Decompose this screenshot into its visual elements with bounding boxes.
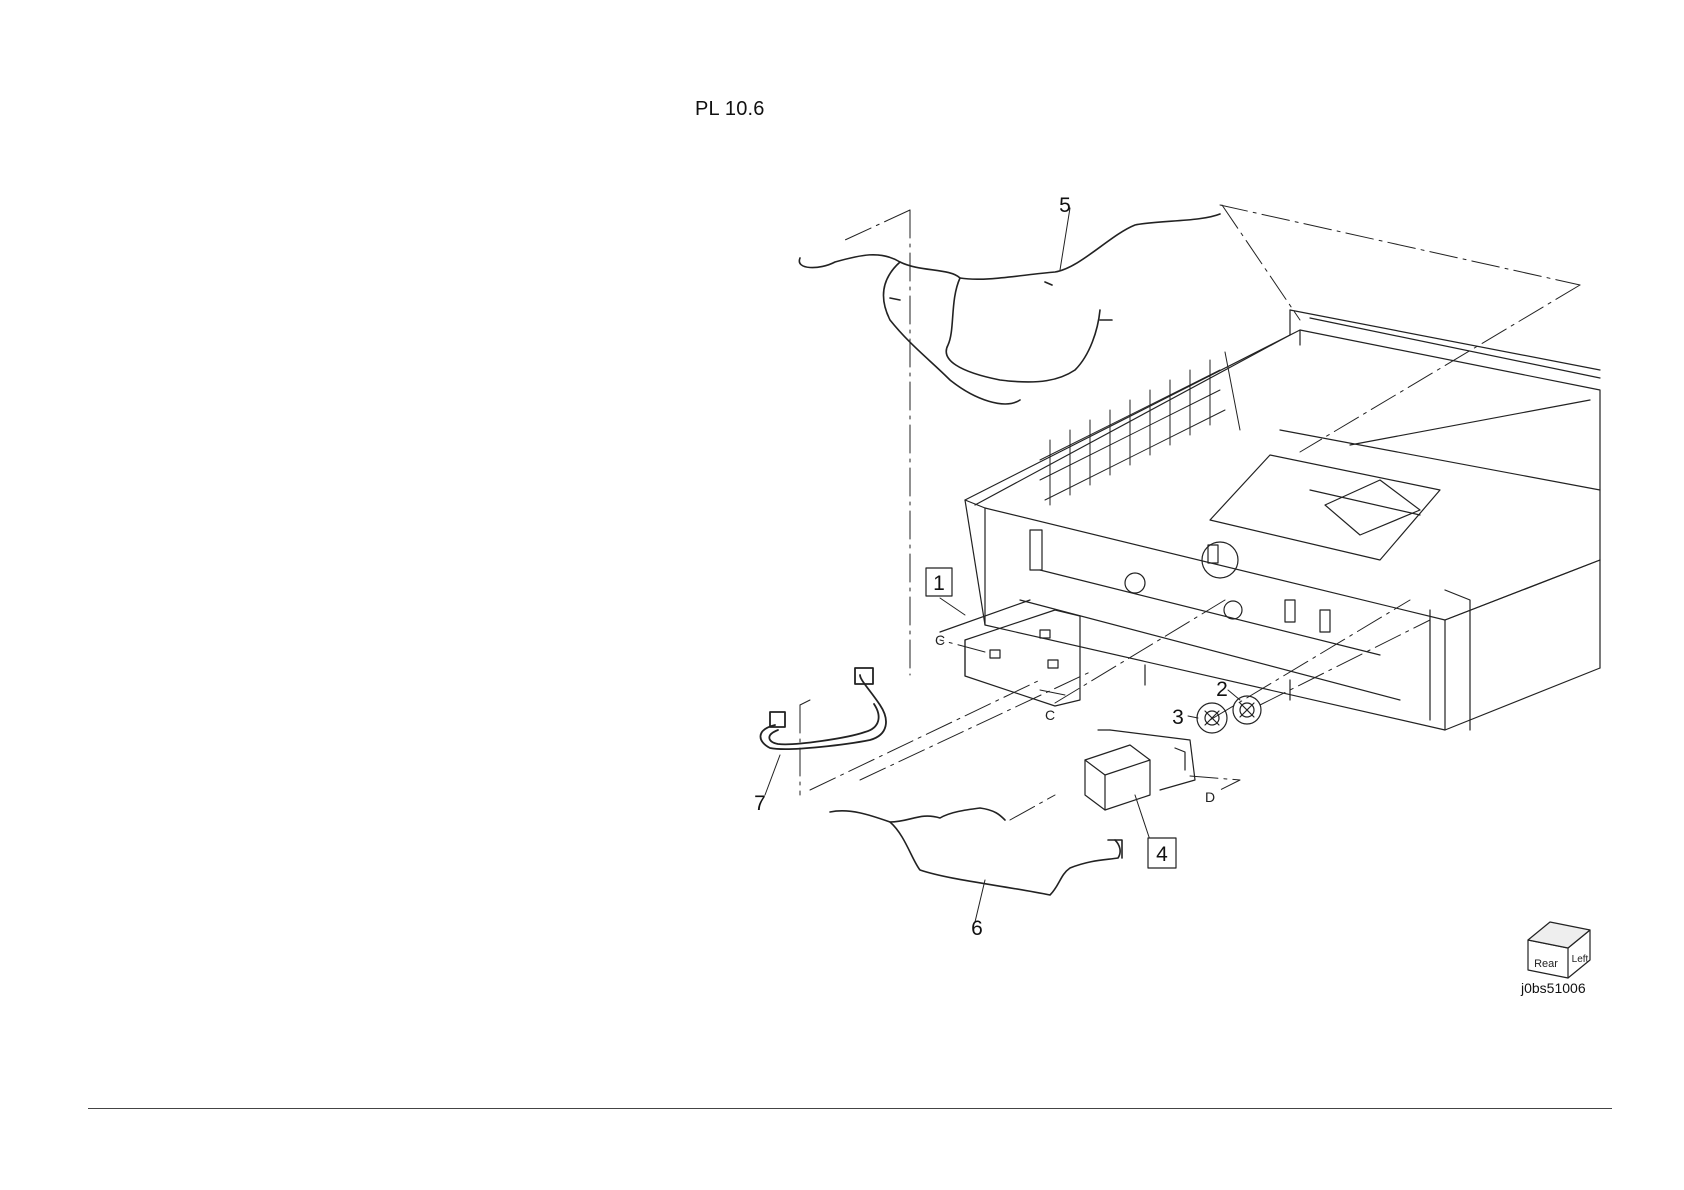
callout-3: 3	[1172, 706, 1184, 729]
part-2-gear	[1233, 696, 1261, 724]
callout-7: 7	[754, 792, 766, 815]
callout-4: 4	[1156, 843, 1168, 866]
figure-id: j0bs51006	[1521, 980, 1586, 996]
callout-1: 1	[933, 572, 945, 595]
callout-2: 2	[1216, 678, 1228, 701]
part-1-board	[940, 600, 1080, 706]
cube-label-left: Left	[1572, 954, 1589, 965]
connection-letter-d: D	[1205, 789, 1215, 805]
part-3-gear	[1197, 703, 1227, 733]
footer-rule	[88, 1108, 1612, 1109]
part-4-motor	[1085, 730, 1195, 810]
callout-6: 6	[971, 917, 983, 940]
connection-letter-c-top: C	[935, 632, 945, 648]
connection-letter-c-bottom: C	[1045, 707, 1055, 723]
tray-frame	[965, 310, 1600, 730]
part-5-harness	[799, 214, 1220, 404]
cube-label-rear: Rear	[1534, 958, 1558, 970]
callout-5: 5	[1059, 194, 1071, 217]
part-6-harness	[830, 808, 1122, 895]
part-7-harness	[760, 668, 885, 749]
